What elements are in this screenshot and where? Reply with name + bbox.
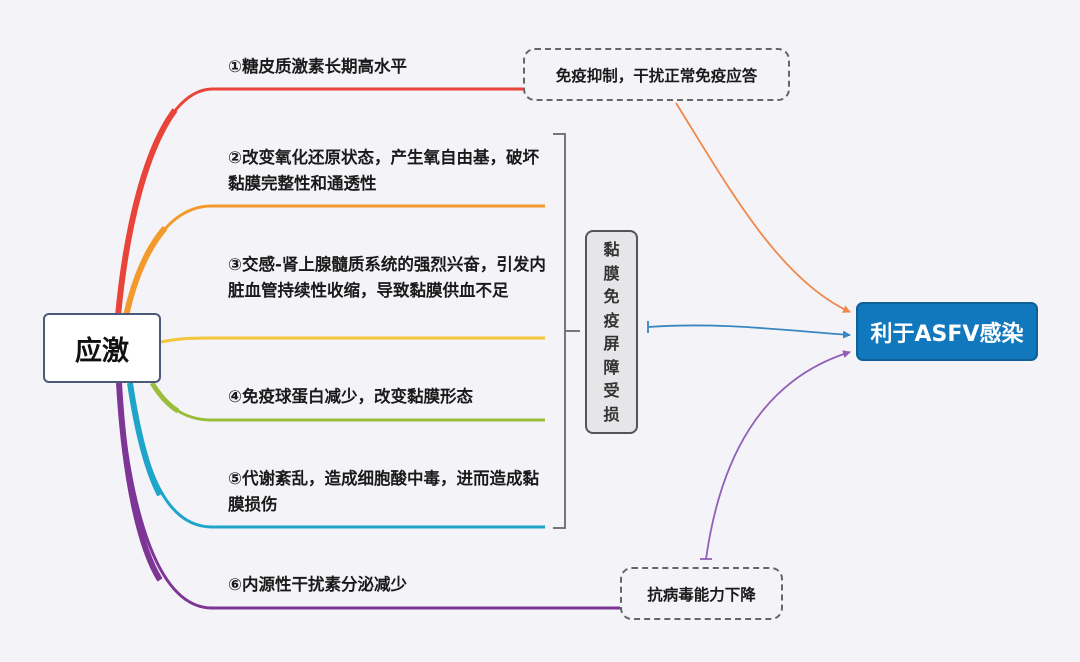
- branch-link-4-thick: [149, 381, 180, 414]
- callout-immune-suppression-label: 免疫抑制，干扰正常免疫应答: [555, 66, 758, 85]
- antiviral-to-target-arrow: [705, 350, 851, 560]
- immune-to-target-arrow: [675, 102, 851, 313]
- branch-4-label[interactable]: ④免疫球蛋白减少，改变黏膜形态: [228, 387, 473, 406]
- target-node-asfv-infection[interactable]: 利于ASFV感染: [856, 302, 1038, 361]
- branch-link-3: [160, 336, 545, 344]
- root-node-label: 应激: [75, 335, 129, 367]
- branch-link-5-thick: [127, 382, 163, 497]
- root-node-stress[interactable]: 应激: [43, 313, 161, 383]
- group-bracket: [553, 133, 580, 529]
- branch-2-label[interactable]: ②改变氧化还原状态，产生氧自由基，破坏黏膜完整性和通透性: [228, 148, 539, 193]
- barrier-char: 屏: [603, 334, 620, 353]
- branch-link-6-thick: [116, 382, 163, 582]
- callout-antiviral-decline[interactable]: 抗病毒能力下降: [620, 567, 783, 620]
- barrier-char: 损: [603, 404, 620, 424]
- barrier-char: 黏: [603, 240, 620, 259]
- barrier-char: 膜: [603, 263, 620, 283]
- barrier-char: 障: [603, 357, 620, 377]
- target-node-label: 利于ASFV感染: [870, 321, 1024, 347]
- barrier-to-target-arrow: [647, 324, 851, 339]
- branch-link-1-thick: [115, 108, 178, 317]
- branch-link-2-thick: [123, 226, 168, 317]
- branch-3-label[interactable]: ③交感-肾上腺髓质系统的强烈兴奋，引发内脏血管持续性收缩，导致黏膜供血不足: [228, 255, 546, 300]
- branch-6-label[interactable]: ⑥内源性干扰素分泌减少: [228, 575, 407, 594]
- callout-immune-suppression[interactable]: 免疫抑制，干扰正常免疫应答: [523, 48, 790, 101]
- barrier-char: 疫: [603, 310, 620, 330]
- branch-1-label[interactable]: ①糖皮质激素长期高水平: [228, 57, 407, 76]
- barrier-char: 免: [603, 287, 620, 306]
- branch-5-label[interactable]: ⑤代谢紊乱，造成细胞酸中毒，进而造成黏膜损伤: [228, 469, 539, 514]
- callout-antiviral-decline-label: 抗病毒能力下降: [647, 585, 756, 604]
- mucosal-barrier-node[interactable]: 黏 膜 免 疫 屏 障 受 损: [585, 230, 638, 434]
- barrier-char: 受: [603, 381, 620, 400]
